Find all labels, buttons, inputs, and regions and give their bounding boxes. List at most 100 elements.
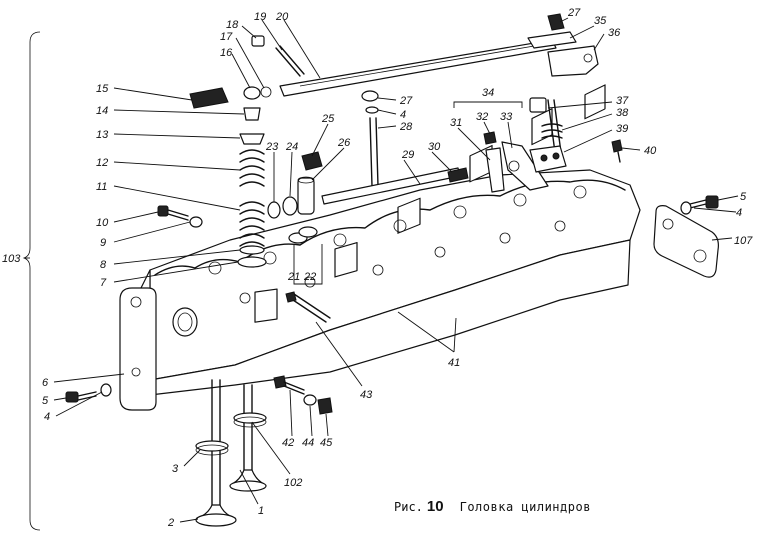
callout-103: 103 <box>2 253 21 265</box>
callout-24: 24 <box>285 141 298 153</box>
bolt-5-right <box>705 195 719 209</box>
bracket-36 <box>547 45 599 77</box>
end-plate-left <box>119 287 157 411</box>
callout-26: 26 <box>337 137 351 149</box>
callout-41: 41 <box>448 357 460 369</box>
callout-32: 32 <box>476 111 488 123</box>
callout-37: 37 <box>616 95 629 107</box>
callout-4-right: 4 <box>736 207 742 219</box>
leader-lines <box>24 17 739 523</box>
callout-34: 34 <box>482 87 494 99</box>
link-35 <box>527 31 577 49</box>
rocker-arm-15 <box>189 87 229 109</box>
nut-25 <box>301 151 323 171</box>
figure-caption: Рис.10 Головка цилиндров <box>394 498 591 515</box>
callout-5-left: 5 <box>42 395 49 407</box>
callout-31: 31 <box>450 117 462 129</box>
stud-42 <box>273 375 287 389</box>
caption-prefix: Рис. <box>394 500 423 514</box>
valve-seal-3 <box>195 440 229 452</box>
rocker-33 <box>501 141 549 191</box>
callout-3: 3 <box>172 463 179 475</box>
cap-27-upper <box>361 90 379 102</box>
washer-9 <box>189 216 203 228</box>
washer-4-right <box>680 201 692 215</box>
callout-43: 43 <box>360 389 373 401</box>
callout-25: 25 <box>321 113 335 125</box>
callout-45: 45 <box>320 437 333 449</box>
callout-7: 7 <box>100 277 107 289</box>
callout-2: 2 <box>167 517 174 529</box>
seal-24 <box>282 196 298 216</box>
callout-labels: 1 2 3 4 4 4 5 5 6 7 8 9 10 11 12 13 14 1… <box>2 7 753 529</box>
spring-38 <box>541 123 563 139</box>
callout-28: 28 <box>399 121 413 133</box>
callout-38: 38 <box>616 107 629 119</box>
valve-seal-102 <box>233 412 267 424</box>
callout-20: 20 <box>275 11 289 23</box>
cylinder-head <box>139 84 641 396</box>
callout-8: 8 <box>100 259 107 271</box>
rocker-31 <box>485 147 505 193</box>
seal-22 <box>298 226 318 238</box>
callout-102: 102 <box>284 477 302 489</box>
callout-6: 6 <box>42 377 49 389</box>
callout-15: 15 <box>96 83 109 95</box>
callout-19: 19 <box>254 11 266 23</box>
callout-16: 16 <box>220 47 233 59</box>
callout-44: 44 <box>302 437 314 449</box>
valve-1 <box>229 384 267 492</box>
callout-11: 11 <box>96 181 107 193</box>
callout-107: 107 <box>734 235 753 247</box>
nut-27-upper <box>547 13 565 31</box>
figure-number: 10 <box>426 498 444 515</box>
block-39 <box>529 145 567 173</box>
callout-22: 22 <box>303 271 316 283</box>
callout-36: 36 <box>608 27 621 39</box>
callout-14: 14 <box>96 105 108 117</box>
assembly-bracket <box>22 31 41 531</box>
callout-29: 29 <box>401 149 414 161</box>
callout-4-left: 4 <box>44 411 50 423</box>
sleeve-26 <box>297 177 315 215</box>
washer-4-upper <box>365 106 379 114</box>
callout-17: 17 <box>220 31 233 43</box>
screw-19 <box>275 45 305 77</box>
figure-title: Головка цилиндров <box>459 500 591 514</box>
callout-12: 12 <box>96 157 108 169</box>
callout-10: 10 <box>96 217 109 229</box>
seal-23 <box>267 201 281 219</box>
end-plate-right <box>653 205 719 278</box>
callout-23: 23 <box>265 141 279 153</box>
callout-27-mid: 27 <box>399 95 413 107</box>
fitting-30 <box>447 167 469 183</box>
callout-42: 42 <box>282 437 294 449</box>
callout-35: 35 <box>594 15 607 27</box>
callout-33: 33 <box>500 111 513 123</box>
callout-13: 13 <box>96 129 109 141</box>
callout-18: 18 <box>226 19 239 31</box>
callout-40: 40 <box>644 145 657 157</box>
callout-27-top: 27 <box>567 7 581 19</box>
rocker-32 <box>483 131 497 145</box>
callout-4-mid: 4 <box>400 109 406 121</box>
washer-44 <box>303 394 317 406</box>
callout-21: 21 <box>287 271 300 283</box>
rocker-shaft-20 <box>279 39 557 97</box>
bolt-5-left <box>65 391 79 403</box>
stud-43 <box>289 293 331 323</box>
bolt-37 <box>529 97 547 113</box>
callout-1: 1 <box>258 505 264 517</box>
callout-39: 39 <box>616 123 628 135</box>
nut-45 <box>317 397 333 415</box>
nipple-40 <box>611 139 623 153</box>
valve-2 <box>195 379 237 527</box>
washer-4-left <box>100 383 112 397</box>
callout-9: 9 <box>100 237 106 249</box>
bolt-10 <box>157 205 169 217</box>
callout-5-right: 5 <box>740 191 747 203</box>
callout-30: 30 <box>428 141 441 153</box>
valve-spring-stack <box>237 86 272 268</box>
push-rod-28 <box>369 117 373 187</box>
